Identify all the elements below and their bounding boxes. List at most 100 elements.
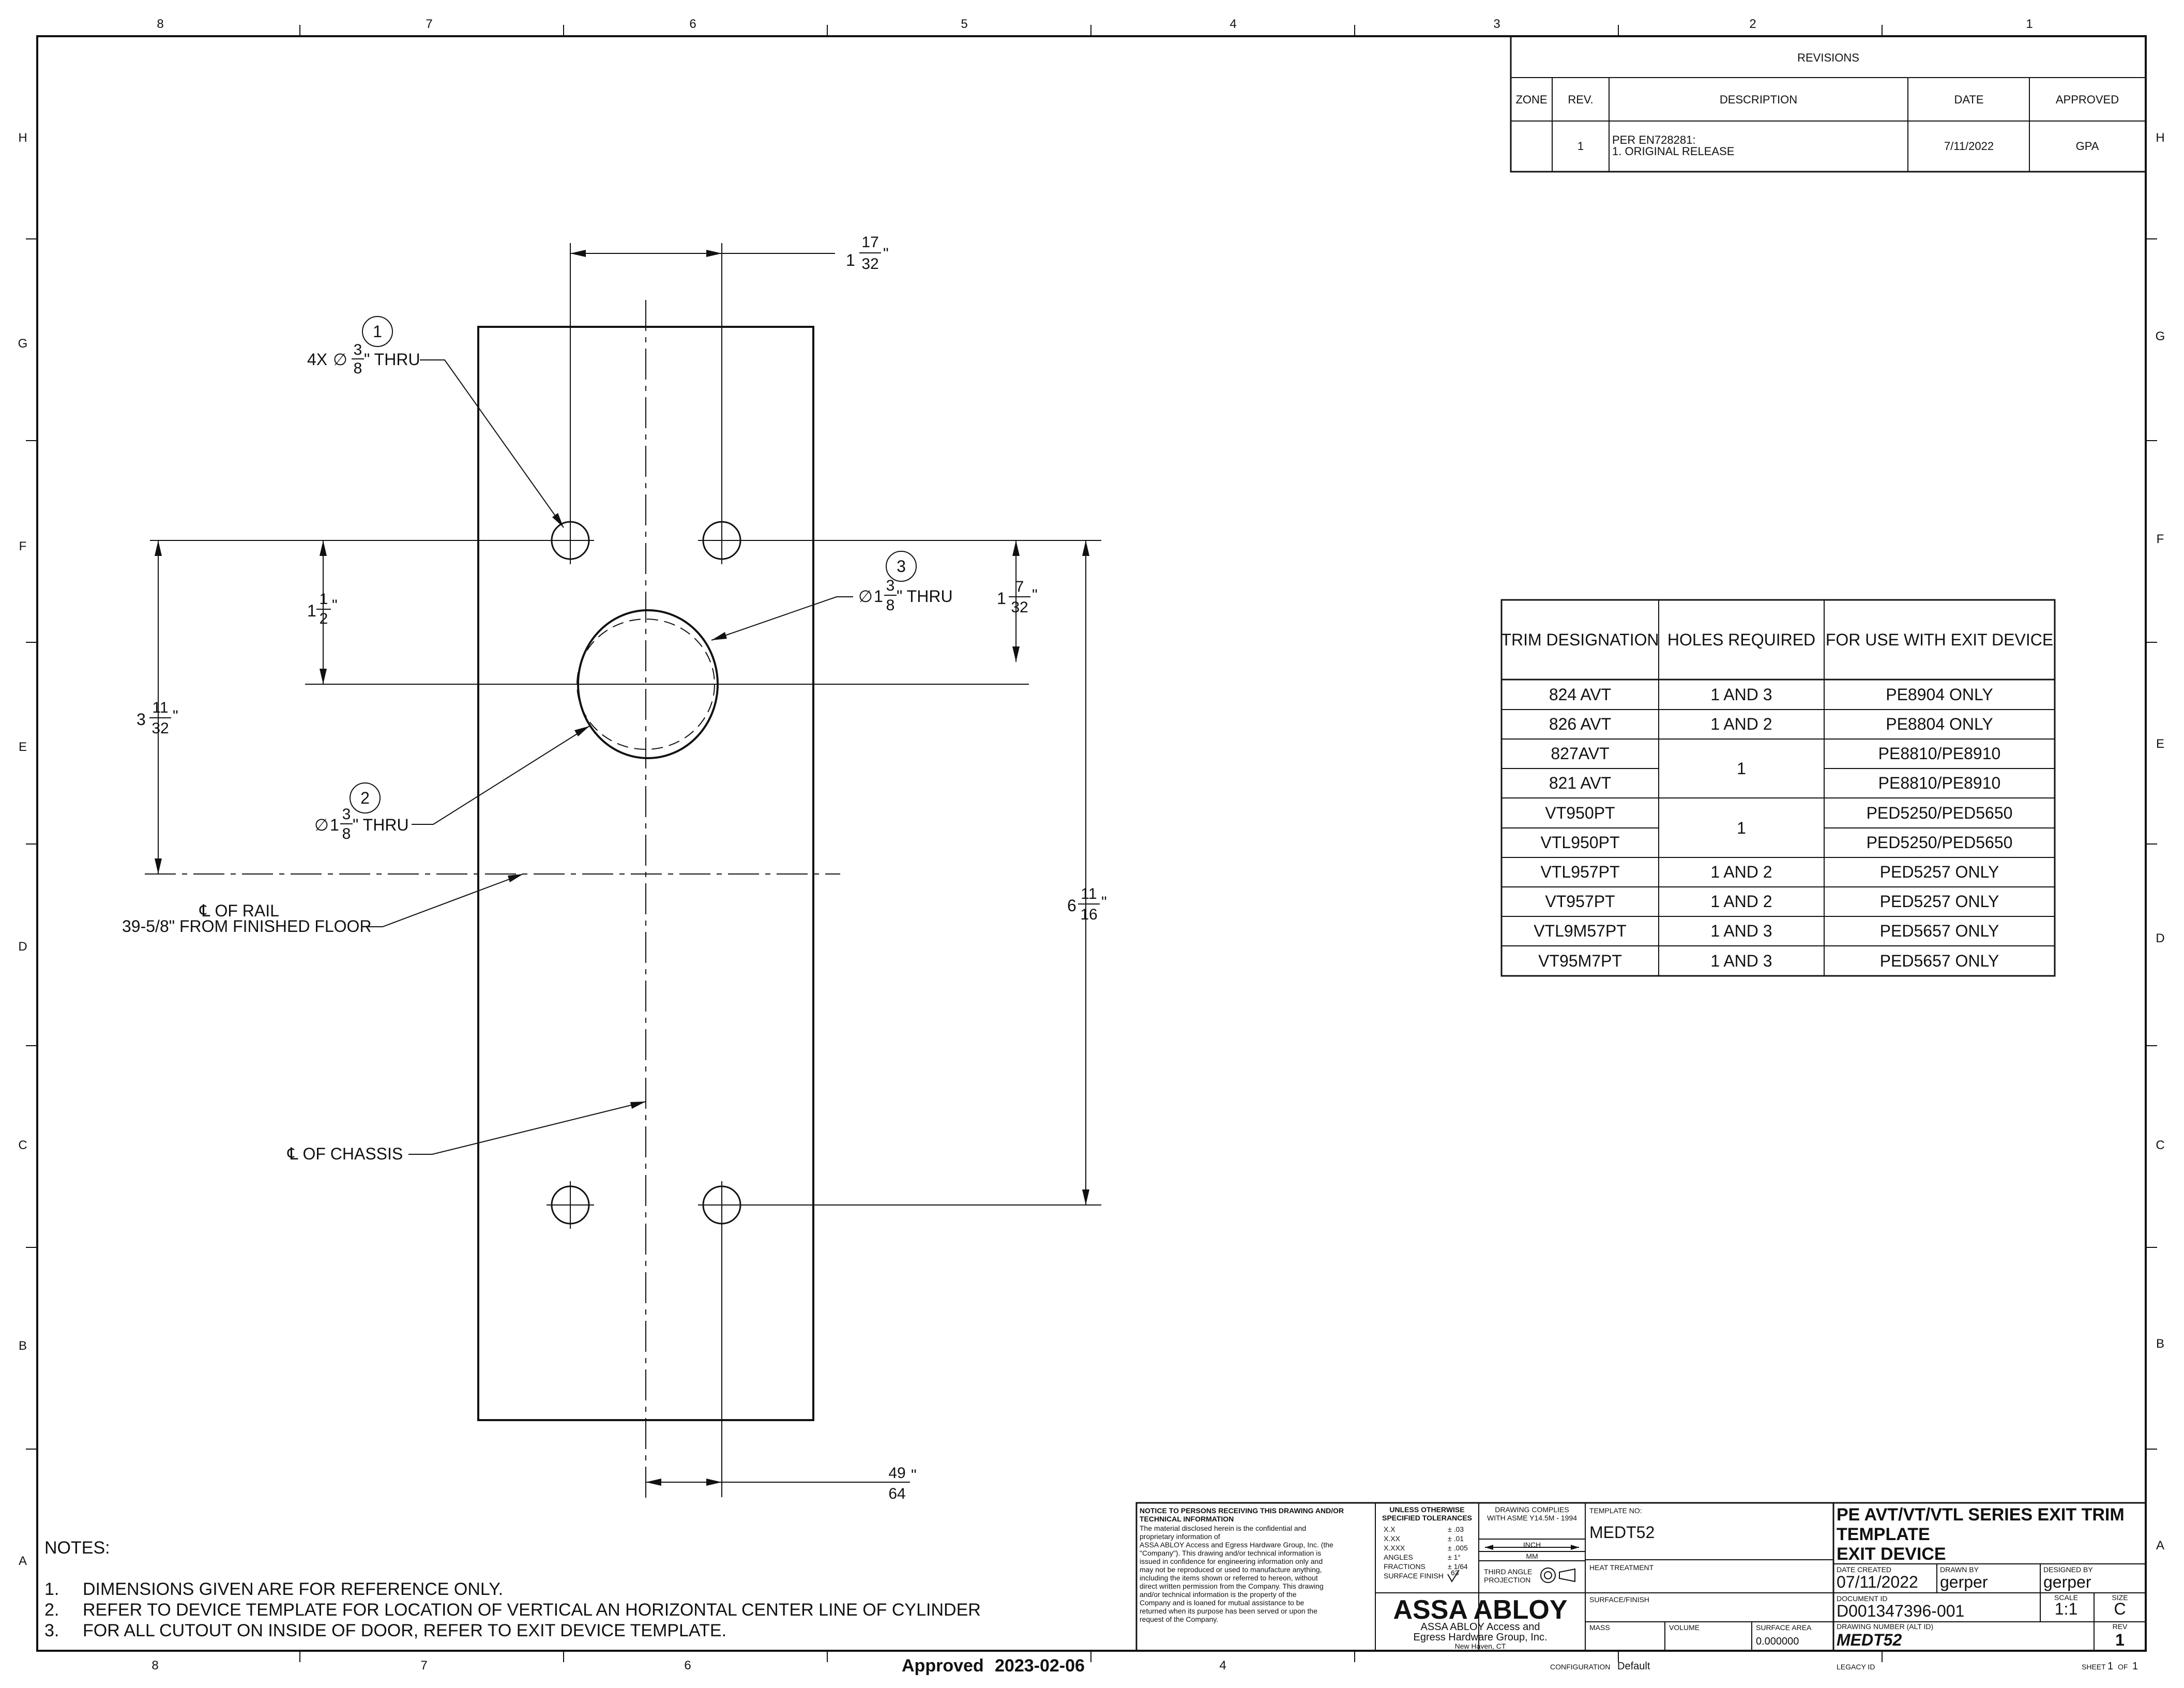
rev-row-date: 7/11/2022 bbox=[1944, 140, 1994, 153]
tolerance-key: ANGLES bbox=[1384, 1553, 1413, 1561]
zone-row-label: A bbox=[2156, 1539, 2164, 1553]
tolerance-title: SPECIFIED TOLERANCES bbox=[1382, 1514, 1472, 1522]
trim-table-header: TRIM DESIGNATION bbox=[1501, 630, 1659, 649]
notice-line: ASSA ABLOY Access and Egress Hardware Gr… bbox=[1140, 1541, 1333, 1549]
leader-line bbox=[362, 873, 524, 927]
mounting-hole bbox=[698, 1181, 746, 1229]
diameter-icon: ∅ bbox=[858, 587, 873, 606]
note-number: 3. bbox=[44, 1621, 59, 1640]
units-mm: MM bbox=[1526, 1552, 1538, 1560]
surface-finish-label: SURFACE/FINISH bbox=[1589, 1595, 1649, 1604]
dim-left2-num: 11 bbox=[152, 699, 168, 716]
dim-top-whole: 1 bbox=[846, 251, 855, 269]
tolerance-key: X.X bbox=[1384, 1525, 1396, 1533]
callout-balloon-1 bbox=[362, 316, 393, 347]
notice-line: direct written permission from the Compa… bbox=[1140, 1582, 1324, 1590]
callout-1-number: 1 bbox=[373, 322, 382, 341]
notice-line: "Company"). This drawing and/or technica… bbox=[1140, 1549, 1321, 1557]
rev-row-rev: 1 bbox=[1578, 140, 1584, 153]
heat-treatment-label: HEAT TREATMENT bbox=[1589, 1563, 1654, 1572]
note-number: 2. bbox=[44, 1600, 59, 1620]
template-no: MEDT52 bbox=[1589, 1523, 1655, 1542]
drawn-by: gerper bbox=[1940, 1573, 1988, 1591]
surface-finish-value: 63 bbox=[1451, 1569, 1459, 1577]
tolerance-value: ± .03 bbox=[1448, 1525, 1464, 1533]
notes: NOTES: 1. DIMENSIONS GIVEN ARE FOR REFER… bbox=[44, 1538, 981, 1640]
of-label: OF bbox=[2118, 1663, 2128, 1671]
trim-table: TRIM DESIGNATION HOLES REQUIRED FOR USE … bbox=[1500, 599, 2056, 977]
zone-labels: 8 7 6 5 4 3 2 1 8 7 6 4 H G F E D C B A … bbox=[18, 17, 2165, 1672]
diameter-icon: ∅ bbox=[314, 816, 329, 834]
rev-row-desc-line1: PER EN728281: bbox=[1612, 133, 1695, 146]
rev-row-approved: GPA bbox=[2076, 140, 2099, 153]
tolerance-key: SURFACE FINISH bbox=[1384, 1572, 1444, 1580]
third-angle-projection-icon bbox=[1540, 1568, 1575, 1583]
leader-line bbox=[408, 1101, 646, 1155]
dim-right2-unit: " bbox=[1101, 894, 1107, 911]
notice-line: returned when its purpose has been serve… bbox=[1140, 1607, 1317, 1615]
date-created-label: DATE CREATED bbox=[1837, 1565, 1891, 1574]
drawn-by-label: DRAWN BY bbox=[1940, 1565, 1979, 1574]
trim-table-cell: VT950PT bbox=[1545, 804, 1615, 822]
zone-row-label: B bbox=[2156, 1337, 2164, 1351]
dim-top-den: 32 bbox=[861, 255, 878, 273]
mounting-hole bbox=[698, 517, 746, 564]
approval-label: Approved bbox=[902, 1656, 984, 1676]
zone-col-label: 6 bbox=[689, 17, 696, 31]
dim-left1-whole: 1 bbox=[307, 601, 316, 620]
sheet-total: 1 bbox=[2132, 1661, 2138, 1672]
legacy-id-label: LEGACY ID bbox=[1837, 1663, 1875, 1671]
complies-note: DRAWING COMPLIES bbox=[1495, 1505, 1569, 1514]
assa-abloy-logo: ASSA ABLOY bbox=[1393, 1595, 1567, 1625]
dim-bottom-den: 64 bbox=[888, 1485, 905, 1502]
callout-3-num: 3 bbox=[886, 577, 895, 594]
rev-value: 1 bbox=[2115, 1631, 2125, 1649]
trim-table-cell: 821 AVT bbox=[1549, 774, 1611, 792]
callout-3-suffix: " THRU bbox=[897, 587, 953, 606]
trim-table-header: FOR USE WITH EXIT DEVICE bbox=[1826, 630, 2053, 649]
dim-left1-num: 1 bbox=[320, 591, 328, 608]
dim-right2-whole: 6 bbox=[1067, 896, 1076, 915]
tolerance-value: ± .005 bbox=[1448, 1544, 1468, 1552]
zone-row-label: D bbox=[2156, 931, 2164, 945]
drawing-number: MEDT52 bbox=[1837, 1631, 1902, 1649]
notice-line: including the items shown or referred to… bbox=[1140, 1574, 1318, 1582]
tolerance-title: UNLESS OTHERWISE bbox=[1389, 1505, 1464, 1514]
trim-table-cell: 1 bbox=[1737, 819, 1746, 837]
trim-table-cell: PED5257 ONLY bbox=[1880, 863, 1999, 881]
designed-by: gerper bbox=[2043, 1573, 2091, 1591]
zone-col-label: 7 bbox=[420, 1659, 427, 1672]
note-number: 1. bbox=[44, 1579, 59, 1599]
dim-left2-whole: 3 bbox=[136, 710, 146, 729]
notice-line: and/or technical information is the prop… bbox=[1140, 1590, 1297, 1599]
dimension-top bbox=[570, 250, 835, 257]
trim-table-cell: 1 AND 3 bbox=[1710, 952, 1772, 970]
cylinder-hole-large bbox=[577, 609, 719, 759]
company-name: Egress Hardware Group, Inc. bbox=[1414, 1632, 1548, 1643]
trim-table-cell: 1 AND 3 bbox=[1710, 685, 1772, 704]
note-text: FOR ALL CUTOUT ON INSIDE OF DOOR, REFER … bbox=[83, 1621, 726, 1640]
trim-table-cell: VTL950PT bbox=[1541, 833, 1620, 852]
tolerance-value: ± 1/64 bbox=[1448, 1562, 1468, 1571]
tolerance-value: ± 1° bbox=[1448, 1553, 1461, 1561]
zone-col-label: 3 bbox=[1493, 17, 1500, 31]
trim-table-cell: VTL9M57PT bbox=[1534, 922, 1627, 940]
document-id-label: DOCUMENT ID bbox=[1837, 1594, 1888, 1603]
third-angle-label: THIRD ANGLE bbox=[1484, 1568, 1532, 1576]
dim-top-num: 17 bbox=[861, 234, 878, 251]
trim-table-cell: PED5657 ONLY bbox=[1880, 922, 1999, 940]
tolerance-key: FRACTIONS bbox=[1384, 1562, 1425, 1571]
mounting-hole bbox=[547, 1181, 594, 1229]
rev-header-date: DATE bbox=[1954, 93, 1983, 106]
dim-bottom-unit: " bbox=[911, 1467, 917, 1484]
zone-row-label: C bbox=[18, 1138, 27, 1152]
notes-title: NOTES: bbox=[44, 1538, 110, 1558]
zone-col-label: 8 bbox=[157, 17, 163, 31]
rev-row-desc-line2: 1. ORIGINAL RELEASE bbox=[1612, 145, 1734, 158]
dim-right1-den: 32 bbox=[1011, 599, 1028, 616]
trim-table-cell: PE8804 ONLY bbox=[1886, 715, 1993, 733]
mass-label: MASS bbox=[1589, 1623, 1610, 1632]
callout-balloon-3 bbox=[886, 551, 917, 582]
scale-label: SCALE bbox=[2054, 1593, 2078, 1602]
trim-table-cell: 826 AVT bbox=[1549, 715, 1611, 733]
